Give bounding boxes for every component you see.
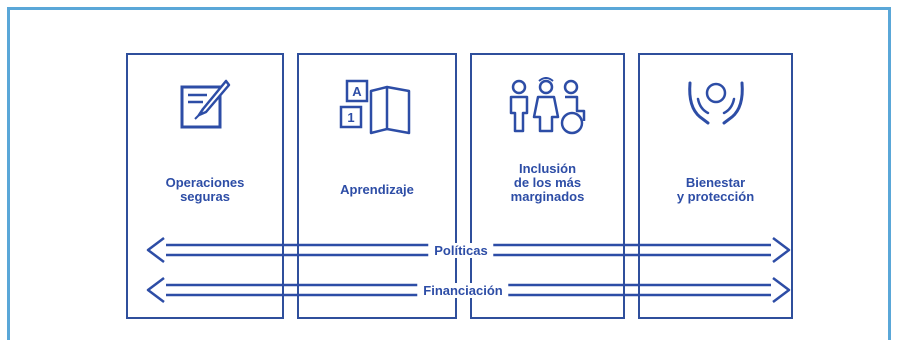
arrow-label-financiacion: Financiación — [417, 283, 509, 298]
outer-frame — [7, 7, 891, 340]
children-wheelchair-icon — [509, 77, 585, 135]
panel-label: Aprendizaje — [340, 182, 414, 197]
panel-bienestar: Bienestar y protección — [638, 53, 793, 319]
svg-text:A: A — [352, 84, 362, 99]
svg-text:1: 1 — [347, 110, 354, 125]
hands-person-icon — [687, 81, 744, 125]
alphabet-blocks-book-icon: A 1 — [339, 79, 411, 135]
panel-operaciones-seguras: Operaciones seguras — [126, 53, 284, 319]
panel-aprendizaje: A 1 Aprendizaje — [297, 53, 457, 319]
document-pen-icon — [180, 79, 231, 129]
panel-label: Operaciones seguras — [165, 175, 245, 204]
arrow-label-politicas: Políticas — [428, 243, 494, 258]
panel-label: Inclusión de los más marginados — [510, 161, 585, 204]
panel-label: Bienestar y protección — [676, 175, 755, 204]
panel-inclusion: Inclusión de los más marginados — [470, 53, 625, 319]
